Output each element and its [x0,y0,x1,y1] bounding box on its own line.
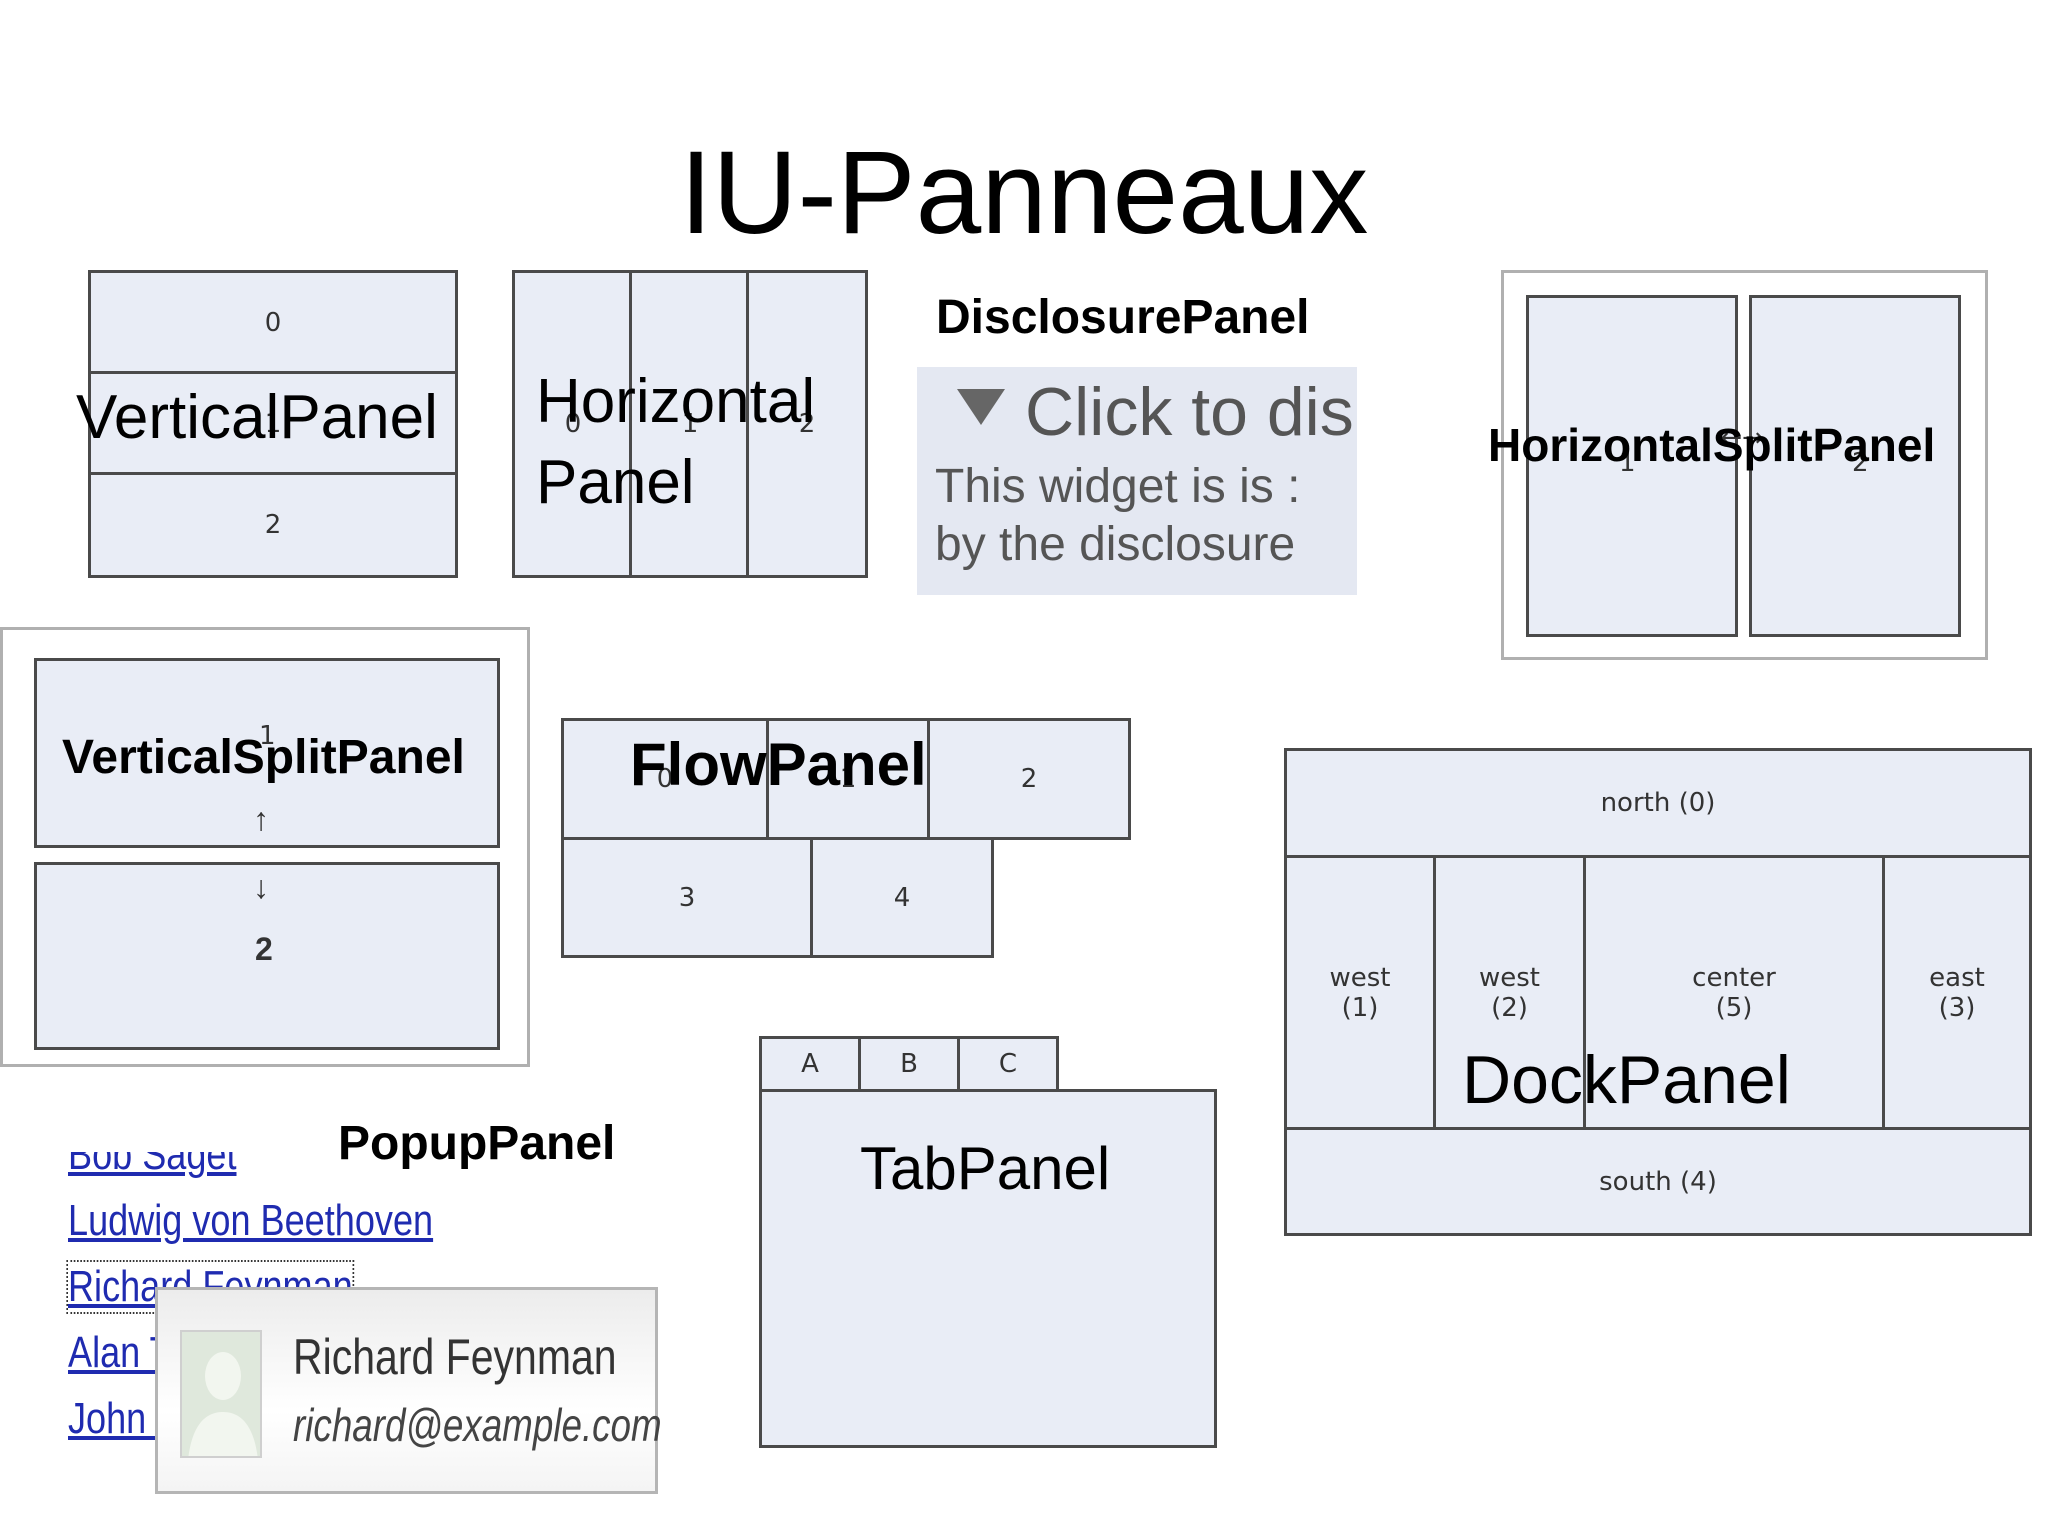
disclosure-panel-widget: Click to dis This widget is is : by the … [917,367,1357,595]
horizontal-split-panel-diagram: 1 2 ←→ [1501,270,1988,660]
popup-panel-label: PopupPanel [338,1117,616,1170]
dock-east: east (3) [1882,855,2032,1130]
dock-west-2: west (2) [1433,855,1586,1130]
dock-west-1-index: (1) [1341,992,1379,1023]
dock-east-index: (3) [1938,992,1976,1023]
horizontal-panel-label-line1: Horizontal [536,367,816,436]
vertical-panel-diagram: 0 1 2 [88,270,458,578]
dock-panel-diagram: north (0) west (1) west (2) center (5) e… [1284,748,2032,1236]
dock-west-2-index: (2) [1491,992,1528,1023]
arrow-up-icon[interactable]: ↑ [253,801,269,837]
dock-west-1-name: west [1329,962,1391,993]
horizontal-panel-cell-2: 2 [746,270,868,578]
flow-panel-label: FlowPanel [630,731,927,798]
contact-link-alan[interactable]: Alan T [68,1328,172,1377]
vertical-panel-cell-0: 0 [88,270,458,376]
horizontal-split-panel-label: HorizontalSplitPanel [1488,419,1936,471]
tab-content-area [759,1089,1217,1448]
vertical-panel-cell-2: 2 [88,472,458,578]
horizontal-panel-label: Horizontal Panel [536,362,815,523]
disclosure-body-line1: This widget is is : [935,460,1301,513]
popup-card-name: Richard Feynman [293,1329,617,1385]
flow-panel-cell-4: 4 [810,837,994,958]
contact-link-ludwig[interactable]: Ludwig von Beethoven [68,1196,434,1245]
tab-panel-label: TabPanel [860,1135,1111,1202]
popup-card-email: richard@example.com [293,1399,662,1451]
dock-panel-label: DockPanel [1462,1042,1791,1118]
split-handle-arrows-icon[interactable]: ←→ [1720,423,1764,453]
vertical-split-panel-diagram: 1 ↑ ↓ 2 [0,627,530,1067]
horizontal-split-pane-1-label: 1 [1619,448,1636,478]
dock-east-name: east [1929,962,1985,993]
dock-center-name: center [1692,962,1776,993]
tab-a[interactable]: A [759,1036,861,1092]
vertical-split-pane-2-label: 2 [255,931,273,967]
horizontal-split-pane-left: 1 [1526,295,1738,637]
horizontal-split-pane-2-label: 2 [1852,448,1869,478]
avatar-icon [180,1330,262,1458]
vertical-split-pane-1-label: 1 [259,721,276,751]
horizontal-split-pane-right: 2 [1749,295,1961,637]
dock-center-index: (5) [1715,992,1753,1023]
flow-panel-diagram: 0 1 2 3 4 [561,718,1131,958]
disclosure-panel-label: DisclosurePanel [936,291,1310,344]
contact-link-bob[interactable]: Bob Saget [68,1130,237,1179]
vertical-split-pane-bottom: ↓ 2 [34,862,500,1050]
tab-b[interactable]: B [858,1036,960,1092]
vertical-split-panel-label: VerticalSplitPanel [62,731,465,784]
dock-west-2-name: west [1478,962,1540,993]
horizontal-panel-cell-1: 1 [629,270,751,578]
tab-c[interactable]: C [957,1036,1059,1092]
disclosure-header[interactable]: Click to dis [1025,374,1354,450]
flow-panel-cell-2: 2 [927,718,1131,840]
dock-south: south (4) [1284,1127,2032,1236]
horizontal-panel-label-line2: Panel [536,447,695,517]
disclosure-body-line2: by the disclosure [935,518,1296,571]
dock-center: center (5) [1583,855,1885,1130]
flow-panel-cell-3: 3 [561,837,813,958]
vertical-panel-label: VerticalPanel [76,383,438,452]
triangle-down-icon[interactable] [957,389,1005,425]
arrow-down-icon[interactable]: ↓ [253,869,269,905]
slide-title: IU-Panneaux [679,127,1369,259]
vertical-split-pane-top: 1 ↑ [34,658,500,848]
horizontal-panel-diagram: 0 1 2 [512,270,868,578]
dock-north: north (0) [1284,748,2032,858]
tab-panel-diagram: A B C [759,1036,1217,1448]
flow-panel-cell-0: 0 [561,718,769,840]
dock-west-1: west (1) [1284,855,1436,1130]
popup-contact-card: Richard Feynman richard@example.com [155,1287,662,1494]
